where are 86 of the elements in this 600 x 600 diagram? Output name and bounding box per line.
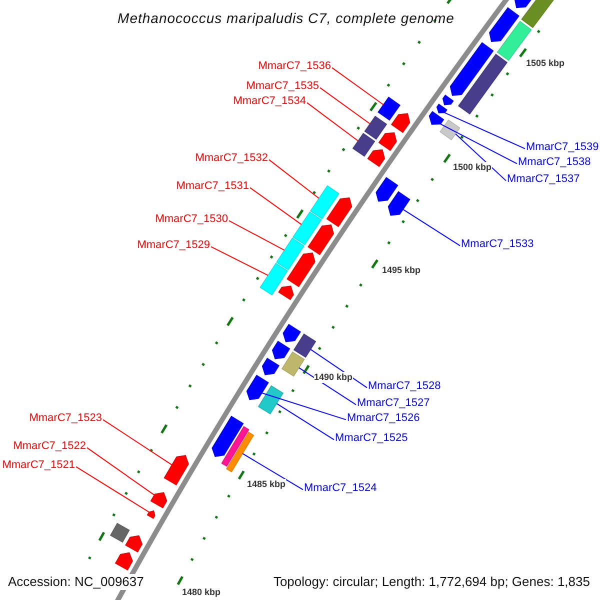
- scale-label: 1485 kbp: [247, 479, 286, 490]
- gene-pentagon: [125, 535, 143, 552]
- gene-label: MmarC7_1535: [246, 79, 319, 93]
- gene-block: [260, 262, 288, 296]
- gene-pentagon: [272, 340, 290, 360]
- gene-pentagon: [442, 94, 454, 106]
- leader-line: [444, 112, 526, 150]
- leader-line: [76, 466, 150, 513]
- accession-text: Accession: NC_009637: [6, 574, 146, 590]
- gene-label: MmarC7_1530: [155, 212, 228, 226]
- genome-info-text: Topology: circular; Length: 1,772,694 bp; Genes: 1,835: [271, 574, 592, 590]
- gene-label: MmarC7_1523: [29, 411, 102, 425]
- gene-label: MmarC7_1539: [526, 140, 599, 154]
- leader-line: [102, 419, 172, 466]
- scale-label: 1505 kbp: [526, 58, 565, 69]
- gene-pentagon: [114, 552, 133, 570]
- gene-pentagon: [150, 492, 168, 508]
- gene-pentagon: [146, 510, 156, 519]
- leader-line: [298, 367, 356, 406]
- leader-line: [262, 392, 346, 420]
- gene-pentagon: [367, 149, 386, 168]
- gene-label: MmarC7_1537: [507, 172, 580, 186]
- leader-line: [402, 208, 460, 246]
- gene-block: [110, 522, 130, 543]
- gene-pentagon: [286, 252, 316, 288]
- leader-line: [268, 159, 320, 199]
- scale-label: 1490 kbp: [314, 372, 353, 383]
- gene-label: MmarC7_1524: [304, 481, 377, 495]
- gene-label: MmarC7_1532: [195, 151, 268, 165]
- leader-line: [320, 87, 370, 124]
- gene-label: MmarC7_1533: [461, 237, 534, 251]
- gene-block: [458, 54, 508, 115]
- gene-pentagon: [489, 7, 520, 42]
- gene-block: [293, 334, 316, 358]
- gene-block: [226, 432, 254, 472]
- gene-block: [496, 20, 532, 61]
- gene-block: [378, 96, 400, 121]
- title: Methanococcus maripaludis C7, complete genome: [116, 9, 456, 27]
- scale-label: 1500 kbp: [453, 162, 492, 173]
- leader-line: [250, 187, 302, 225]
- leader-line: [276, 403, 334, 440]
- gene-label: MmarC7_1522: [13, 439, 86, 453]
- gene-block: [221, 426, 250, 467]
- gene-pentagon: [436, 104, 448, 114]
- gene-pentagon: [388, 191, 410, 216]
- gene-block: [364, 116, 388, 140]
- gene-pentagon: [212, 416, 244, 457]
- leader-line: [306, 102, 359, 142]
- leader-line: [242, 453, 304, 490]
- gene-pentagon: [428, 111, 444, 125]
- gene-block: [292, 211, 322, 246]
- gene-pentagon: [278, 286, 294, 300]
- gene-label: MmarC7_1538: [518, 155, 591, 169]
- gene-pentagon: [262, 358, 280, 376]
- gene-label: MmarC7_1534: [233, 94, 306, 108]
- gene-label: MmarC7_1536: [258, 59, 331, 73]
- leader-line: [210, 246, 268, 276]
- gene-pentagon: [376, 176, 398, 202]
- gene-label: MmarC7_1527: [357, 396, 430, 410]
- gene-pentagon: [246, 374, 269, 400]
- leader-line: [440, 124, 518, 164]
- leader-line: [455, 133, 506, 182]
- gene-label: MmarC7_1529: [137, 238, 210, 252]
- leader-line: [86, 447, 155, 496]
- gene-block: [258, 385, 284, 414]
- leader-line: [332, 67, 384, 106]
- gene-label: MmarC7_1521: [2, 458, 75, 472]
- gene-label: MmarC7_1531: [176, 179, 249, 193]
- gene-pentagon: [390, 113, 410, 133]
- gene-block: [310, 185, 340, 220]
- gene-block: [440, 119, 460, 140]
- scale-label: 1495 kbp: [382, 265, 421, 276]
- gene-label: MmarC7_1526: [347, 411, 420, 425]
- gene-block: [276, 238, 304, 270]
- gene-pentagon: [326, 197, 352, 228]
- gene-label: MmarC7_1525: [335, 431, 408, 445]
- gene-pentagon: [308, 224, 334, 256]
- scale-label: 1480 kbp: [182, 587, 221, 598]
- gene-pentagon: [450, 42, 494, 96]
- gene-pentagon: [282, 324, 301, 342]
- gene-block: [352, 132, 376, 157]
- gene-pentagon: [378, 132, 397, 151]
- gene-label: MmarC7_1528: [368, 379, 441, 393]
- gene-block: [281, 351, 305, 377]
- leader-line: [228, 220, 285, 251]
- gene-pentagon: [164, 455, 189, 486]
